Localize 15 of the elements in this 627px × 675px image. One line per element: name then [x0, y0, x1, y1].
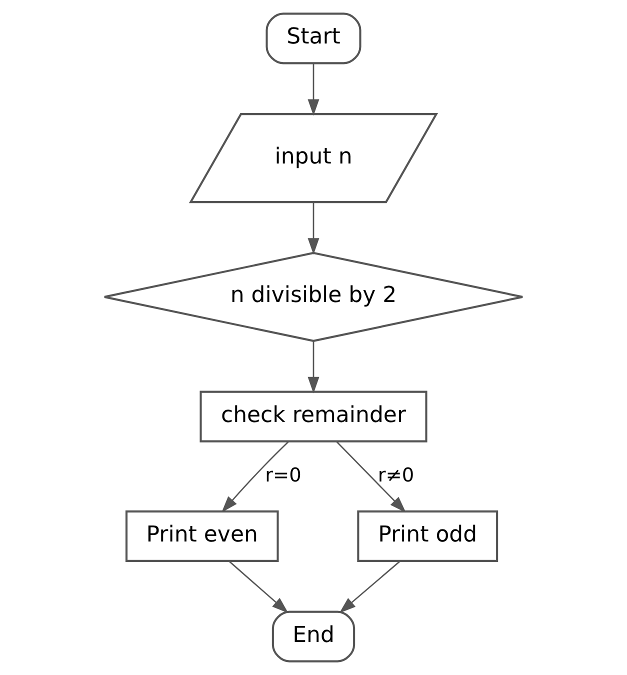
node-box: Print odd: [357, 510, 498, 562]
arrow: [336, 441, 406, 513]
node-box: Print even: [125, 510, 279, 562]
edge-label: r=0: [265, 463, 302, 486]
arrow: [308, 63, 320, 116]
node-diamond: n divisible by 2: [103, 252, 524, 342]
arrow: [308, 202, 320, 255]
arrow: [308, 341, 320, 394]
edge-label: r≠0: [378, 463, 414, 486]
arrow: [222, 441, 289, 512]
arrow: [228, 560, 288, 614]
node-box: Start: [266, 12, 362, 64]
node-box: End: [272, 610, 356, 662]
arrow: [339, 560, 400, 614]
node-box: check remainder: [200, 390, 428, 442]
